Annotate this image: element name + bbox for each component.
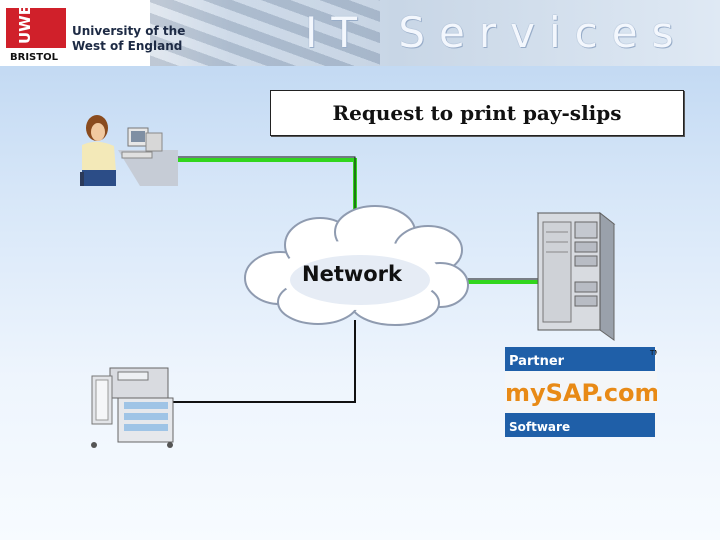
mysap-logo: Partner TM mySAP.com Software [505, 347, 657, 437]
uwe-logo: UWE BRISTOL [6, 8, 66, 62]
sap-main-text: mySAP.com [505, 379, 657, 407]
keyboard-photo [150, 0, 380, 66]
header-banner: UWE BRISTOL University of the West of En… [0, 0, 720, 66]
link-network-printer [172, 320, 356, 403]
sap-partner-text: Partner [509, 354, 565, 369]
link-user-network [160, 158, 357, 218]
university-line2: West of England [72, 39, 183, 53]
request-label: Request to print pay-slips [332, 101, 622, 125]
sap-tm: TM [649, 349, 657, 357]
university-line1: University of the [72, 24, 186, 38]
user-workstation [80, 115, 178, 186]
logo-text: UWE [16, 8, 34, 44]
server-tower [536, 211, 616, 341]
printer [91, 367, 174, 448]
university-name: University of the West of England [72, 24, 185, 54]
page-title: IT Services [305, 8, 688, 57]
request-label-box: Request to print pay-slips [270, 90, 684, 136]
sap-software-text: Software [509, 420, 570, 434]
network-label: Network [302, 262, 403, 286]
logo-city: BRISTOL [10, 52, 59, 62]
